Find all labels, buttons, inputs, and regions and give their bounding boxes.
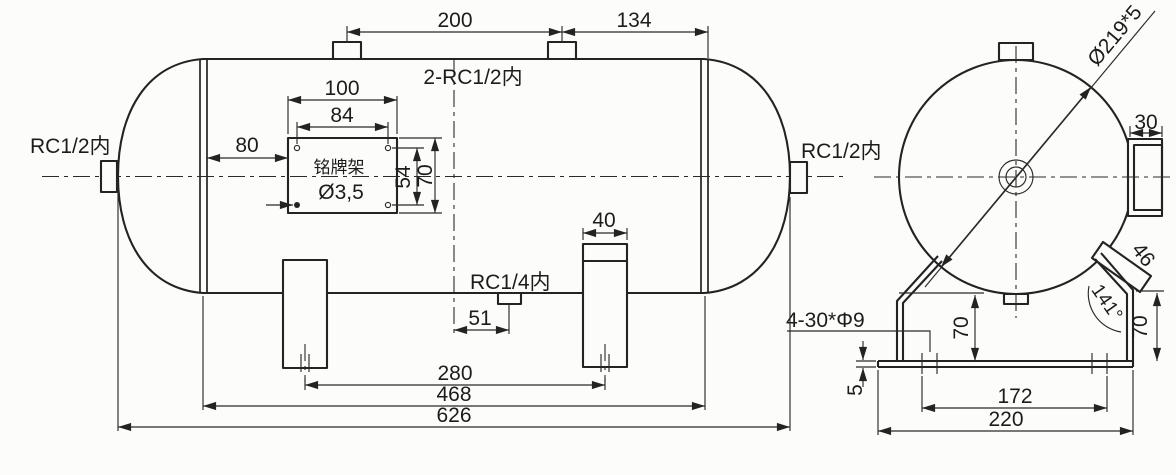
- side-view: 200 134 2-RC1/2内 RC1/2内 RC1/2内 100 84 铭牌…: [30, 9, 882, 432]
- bend-angle-arc: [1087, 285, 1122, 333]
- dim-plate-width: 100: [324, 77, 359, 100]
- dim-top-end: 134: [616, 9, 651, 32]
- label-base-holes: 4-30*Φ9: [786, 309, 865, 332]
- dim-seam-span: 468: [436, 383, 471, 406]
- label-nameplate: 铭牌架: [314, 158, 365, 177]
- label-right-port: RC1/2内: [801, 140, 882, 163]
- dim-hole-span: 172: [997, 385, 1032, 408]
- dim-side-bracket: 30: [1134, 111, 1157, 134]
- support-legs: [281, 242, 629, 382]
- dim-overall-length: 626: [436, 404, 471, 427]
- ports: [99, 40, 809, 306]
- label-top-ports: 2-RC1/2内: [423, 66, 522, 89]
- diameter-dimension: [924, 10, 1156, 288]
- dim-leg-span: 280: [437, 362, 472, 385]
- side-view-dimensions: [117, 26, 791, 432]
- label-drain-port: RC1/4内: [470, 271, 551, 294]
- centerlines: [42, 59, 848, 336]
- dim-base-thickness: 5: [844, 384, 867, 396]
- label-left-port: RC1/2内: [30, 135, 111, 158]
- dim-plate-hole-dia: Ø3,5: [318, 181, 364, 204]
- dim-base-width: 220: [988, 408, 1023, 431]
- dim-drain-offset: 51: [468, 307, 491, 330]
- dim-leg-width: 40: [592, 209, 615, 232]
- dim-seam-to-plate: 80: [235, 134, 258, 157]
- label-shell-size: Ø219*5: [1083, 1, 1146, 70]
- dim-saddle-height-right: 70: [1129, 315, 1152, 338]
- end-view-dimensions: [787, 126, 1164, 436]
- dim-top-span: 200: [437, 9, 472, 32]
- tank-outline: [116, 57, 792, 295]
- dim-plate-hole-vspan: 54: [392, 165, 415, 189]
- saddle-strap-end: [1090, 240, 1153, 294]
- dim-plate-hole-span: 84: [330, 104, 354, 127]
- dim-plate-height: 70: [414, 164, 437, 187]
- dim-saddle-height-left: 70: [950, 316, 973, 339]
- end-view: Ø219*5 30 46 141° 70 70 4-30*Φ9 5 172 22…: [786, 1, 1170, 436]
- nameplate-frame: [286, 136, 399, 215]
- saddle-stand: [876, 240, 1153, 374]
